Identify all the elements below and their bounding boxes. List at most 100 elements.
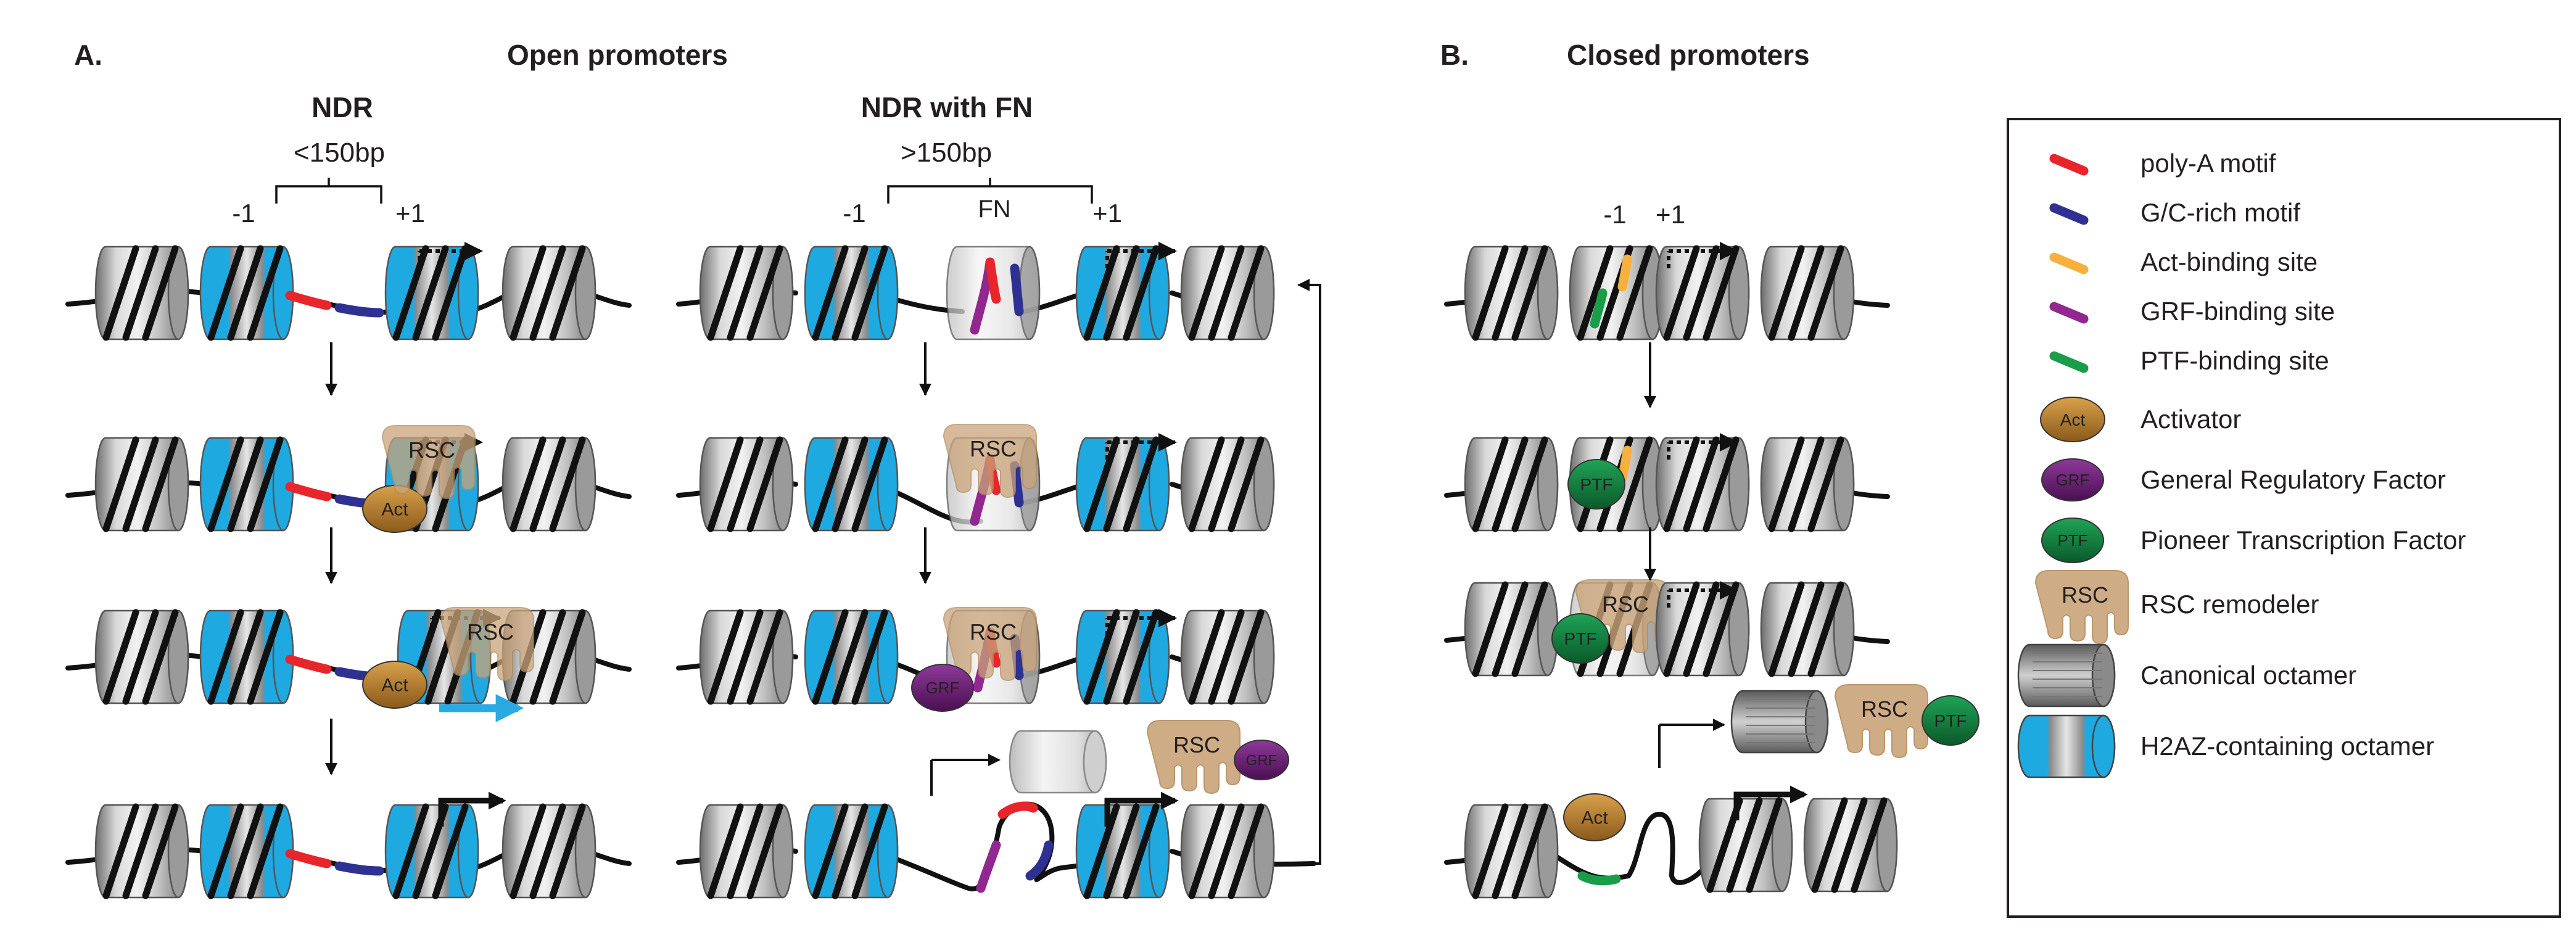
bracket-short: [275, 178, 382, 204]
grf-binding-site: [976, 840, 1001, 893]
canonical-nucleosome: [699, 803, 794, 899]
ptf-protein: PTF: [1567, 459, 1625, 510]
panel-a-letter: A.: [74, 39, 102, 71]
poly-a-motif: [285, 654, 332, 674]
legend-item-h2az-octamer: H2AZ-containing octamer: [2017, 714, 2434, 778]
rsc-remodeler-icon: RSC: [2034, 570, 2129, 645]
poly-a-motif-icon: [2049, 154, 2089, 176]
ptf-binding-site: [1577, 871, 1621, 886]
plus1-label-ndr: +1: [395, 199, 425, 228]
bracket-long-label: >150bp: [901, 138, 992, 168]
release-arrow: [930, 760, 999, 796]
rsc-remodeler: RSC: [1834, 684, 1928, 759]
ndr-fn-title: NDR with FN: [861, 91, 1033, 123]
tss-poised-arrow: [1667, 581, 1738, 608]
gc-rich-motif: [334, 303, 384, 318]
rsc-label: RSC: [970, 619, 1017, 645]
ndr-row-4: [65, 803, 632, 899]
legend-label: poly-A motif: [2140, 149, 2276, 178]
canonical-nucleosome: [699, 609, 794, 705]
legend-label: G/C-rich motif: [2140, 198, 2300, 227]
canonical-nucleosome: [1655, 581, 1750, 677]
h2az-nucleosome: [199, 245, 294, 341]
rsc-label: RSC: [408, 437, 455, 463]
grf-protein-label: GRF: [1246, 752, 1278, 769]
activator-label: Act: [381, 500, 408, 520]
panel-b-letter: B.: [1440, 39, 1469, 71]
ndr-row-3: [65, 609, 632, 705]
legend-item-ptf-binding-site: PTF-binding site: [2049, 346, 2329, 375]
closed-row-2: PTF: [1444, 433, 1890, 532]
rsc-label: RSC: [2062, 582, 2108, 608]
fn-label: FN: [978, 196, 1010, 223]
canonical-nucleosome: [1760, 245, 1855, 341]
canonical-nucleosome: [699, 436, 794, 532]
canonical-nucleosome: [1803, 797, 1898, 893]
cycle-return-arrow: [1286, 279, 1321, 865]
poly-a-motif: [985, 257, 1001, 304]
canonical-nucleosome: [502, 245, 597, 341]
tss-active-arrow: [438, 791, 506, 827]
bracket-long: [887, 178, 1093, 204]
release-arrow: [1658, 725, 1724, 768]
poly-a-motif: [997, 801, 1038, 819]
legend-label: Activator: [2140, 405, 2241, 434]
rsc-remodeler: RSC: [1146, 720, 1241, 794]
rsc-label: RSC: [1861, 696, 1908, 722]
grf-protein: GRF: [1234, 740, 1289, 780]
legend-item-grf-binding-site: GRF-binding site: [2049, 297, 2335, 326]
canonical-nucleosome: [1655, 436, 1750, 532]
fn-row-1: [676, 242, 1275, 341]
h2az-nucleosome: [384, 245, 479, 341]
canonical-nucleosome: [1464, 436, 1559, 532]
legend-label: General Regulatory Factor: [2140, 465, 2446, 494]
ptf-protein: PTF: [1551, 613, 1609, 664]
activator-label: Act: [381, 675, 408, 696]
legend-item-gc-rich-motif: G/C-rich motif: [2049, 198, 2300, 227]
legend-item-canonical-octamer: Canonical octamer: [2017, 643, 2356, 708]
panel-a-title: Open promoters: [507, 39, 728, 71]
ndr-row-2: [65, 436, 632, 532]
pioneer-transcription-factor-icon-label: PTF: [2057, 531, 2087, 550]
tss-poised-arrow: [418, 242, 483, 268]
h2az-nucleosome: [384, 803, 479, 899]
ptf-binding-site: [1590, 288, 1608, 329]
minus1-label-fn: -1: [843, 199, 865, 228]
h2az-nucleosome: [804, 803, 899, 899]
gc-rich-motif: [1025, 840, 1054, 881]
h2az-nucleosome: [804, 245, 899, 341]
activator-label: Act: [1581, 808, 1608, 828]
activator: Act: [362, 485, 427, 533]
gc-rich-motif-icon: [2049, 203, 2089, 225]
rsc-label: RSC: [467, 619, 514, 645]
h2az-nucleosome: [1075, 803, 1170, 899]
free-canonical-octamer: [1730, 690, 1829, 754]
plus1-label-closed: +1: [1656, 200, 1685, 229]
legend-item-act-binding-site: Act-binding site: [2049, 247, 2318, 276]
h2az-nucleosome: [804, 609, 899, 705]
tss-active-arrow: [1733, 785, 1808, 820]
tss-poised-arrow: [1105, 433, 1177, 460]
canonical-nucleosome: [1760, 581, 1855, 677]
h2az-nucleosome: [1075, 245, 1170, 341]
pioneer-transcription-factor-icon: PTF: [2041, 518, 2104, 563]
canonical-nucleosome: [1464, 581, 1559, 677]
canonical-nucleosome: [1464, 245, 1559, 341]
rsc-label: RSC: [1173, 732, 1220, 757]
canonical-nucleosome: [1569, 245, 1664, 341]
tss-poised-arrow: [1105, 242, 1177, 268]
tss-poised-arrow: [1105, 609, 1177, 635]
poly-a-motif: [285, 291, 332, 310]
legend-item-poly-a-motif: poly-A motif: [2049, 149, 2276, 178]
ptf-binding-site-icon: [2049, 351, 2089, 373]
activator: Act: [1563, 793, 1626, 841]
legend-label: Act-binding site: [2140, 247, 2318, 276]
h2az-nucleosome: [199, 803, 294, 899]
